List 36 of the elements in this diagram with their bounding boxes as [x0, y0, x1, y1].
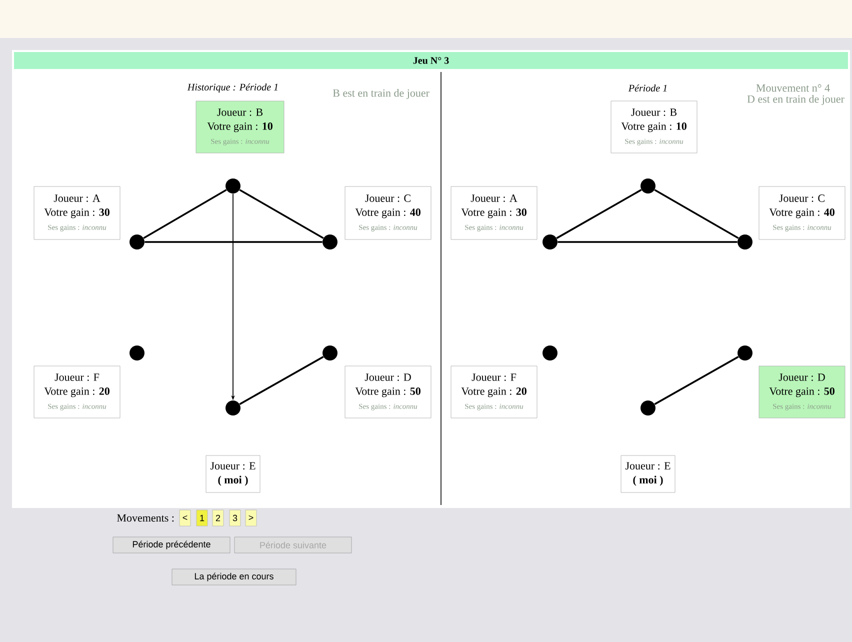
vertex-dot [322, 234, 338, 250]
connector-line [239, 356, 324, 405]
vertex-dot [542, 346, 558, 360]
status-text: Mouvement n° 4 [756, 84, 830, 92]
connector-line [556, 189, 642, 239]
connector-line [654, 189, 739, 239]
vertex-dot [640, 178, 656, 194]
movements-label: Movements : [117, 514, 174, 522]
move-button: 3 [229, 510, 241, 526]
status-text: B est en train de jouer [332, 89, 430, 99]
vertex-dot [542, 234, 558, 250]
panel-heading: Période 1 [628, 84, 666, 92]
title-bar: Jeu N° 3 [14, 52, 848, 69]
vertex-dot [738, 346, 752, 360]
current-period-button: La période en cours [172, 568, 296, 586]
vertex-dot [130, 346, 144, 360]
connector-line [654, 356, 739, 405]
connector-line [558, 241, 738, 243]
connector-line [143, 189, 227, 239]
vertex-dot [130, 234, 144, 250]
next-period-button: Période suivante [234, 536, 352, 554]
connector-line [239, 189, 324, 239]
move-button: < [179, 510, 191, 526]
vertex-dot [226, 400, 240, 416]
player-box: Joueur : E ( moi ) [620, 455, 676, 493]
move-button: 2 [212, 510, 224, 526]
move-button: > [245, 510, 257, 526]
connector-line [144, 241, 322, 243]
player-box: Joueur : E ( moi ) [206, 455, 260, 493]
status-text: D est en train de jouer [747, 95, 844, 105]
vertex-dot [226, 178, 240, 194]
vertex-dot [322, 346, 338, 360]
vertex-dot [640, 400, 656, 416]
previous-period-button: Période précédente [112, 536, 230, 554]
vertex-dot [738, 234, 752, 250]
move-button: 1 [196, 510, 208, 526]
